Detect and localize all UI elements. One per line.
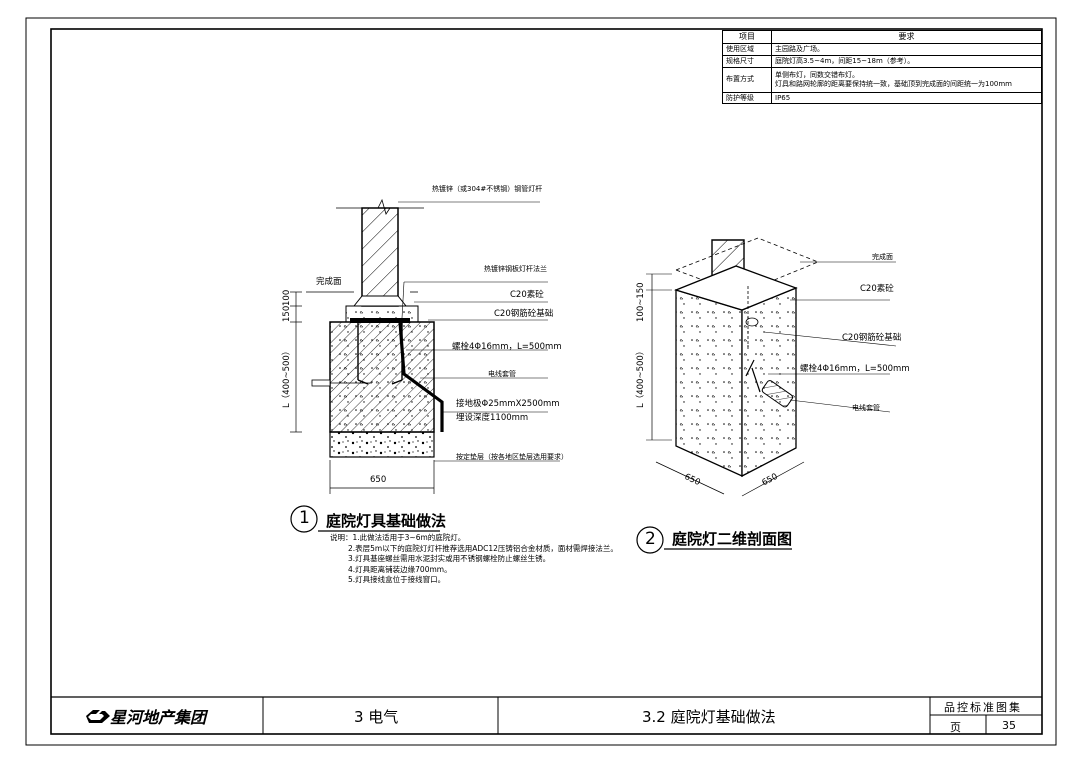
spec-key: 布置方式 [722,66,772,93]
note-item: 2.表层5m以下的庭院灯灯杆推荐选用ADC12压铸铝合金材质，面材需焊接法兰。 [348,543,618,553]
detail1-number: 1 [299,508,310,528]
note-item: 3.灯具基座螺丝需用水泥封实或用不锈钢螺栓防止螺丝生锈。 [348,554,551,563]
pole-material-label: 热镀锌（或304#不锈钢）钢管灯杆 [432,185,543,193]
spec-header-item: 项目 [722,30,772,44]
cushion-label: 按定垫层（按各地区垫层选用要求） [456,453,568,461]
c20-cap-label-2: C20素砼 [860,284,894,294]
page-label: 页 [950,721,961,734]
drawing-title: 3.2 庭院灯基础做法 [642,708,776,726]
page-number: 35 [1002,719,1016,732]
finish-surface-label-2: 完成面 [872,253,893,261]
conduit-label-2: 电线套管 [852,404,880,412]
note-item: 说明：1.此做法适用于3~6m的庭院灯。 [330,533,466,542]
c20-cap-label: C20素砼 [510,290,544,300]
detail1-title: 庭院灯具基础做法 [326,512,447,530]
detail2-drawing [636,237,897,554]
dim-top-label: 150 [282,305,292,322]
finish-surface-label: 完成面 [316,277,342,287]
dim2-top-label: 100~150 [636,282,646,322]
collection-label: 品控标准图集 [944,701,1022,714]
spec-key: 规格尺寸 [722,54,772,68]
spec-value: 庭院灯高3.5~4m，间距15~18m（参考）。 [771,54,1042,68]
bolt-label-2: 螺栓4Φ16mm，L=500mm [800,364,910,374]
conduit-label: 电线套管 [488,370,516,378]
spec-header-req: 要求 [771,30,1042,44]
note-item: 4.灯具距离铺装边缘700mm。 [348,564,452,574]
spec-value-multiline: 单侧布灯，同数交错布灯。 灯具和路网轮廓的距离要保持统一致，基础顶到完成面的间距… [771,66,1042,93]
section-label: 3 电气 [354,708,399,726]
spec-value: 灯具和路网轮廓的距离要保持统一致，基础顶到完成面的间距统一为100mm [775,79,1012,88]
detail1-notes: 说明：1.此做法适用于3~6m的庭院灯。 2.表层5m以下的庭院灯灯杆推荐选用A… [330,533,618,586]
spec-value: IP65 [771,91,1042,105]
bolt-label: 螺栓4Φ16mm，L=500mm [452,342,562,352]
dim-width-label: 650 [370,475,387,485]
spec-key: 防护等级 [722,91,772,105]
c20-rc-label-2: C20钢筋砼基础 [842,333,902,343]
spec-key: 使用区域 [722,43,772,56]
dim-height-label: L（400~500） [282,346,292,408]
detail2-number: 2 [645,529,656,549]
company-logo-text: 星河地产集团 [110,708,207,727]
dim2-height-label: L（400~500） [636,346,646,408]
logo-mark-icon [86,710,110,723]
c20-rc-label: C20钢筋砼基础 [494,309,554,319]
note-item: 5.灯具接线盒位于接线窗口。 [348,575,446,584]
flange-label: 热镀锌钢板灯杆法兰 [484,265,547,273]
detail2-title: 庭院灯二维剖面图 [672,530,793,548]
dim-top2-label: 100 [282,289,292,306]
ground-depth-label: 埋设深度1100mm [456,413,529,423]
spec-value: 主园路及广场。 [771,43,1042,56]
ground-rod-label: 接地极Φ25mmX2500mm [456,399,560,409]
spec-value: 单侧布灯，同数交错布灯。 [775,70,859,79]
spec-table: 项目 要求 使用区域 主园路及广场。 规格尺寸 庭院灯高3.5~4m，间距15~… [722,30,1042,105]
detail1-drawing [290,198,560,533]
